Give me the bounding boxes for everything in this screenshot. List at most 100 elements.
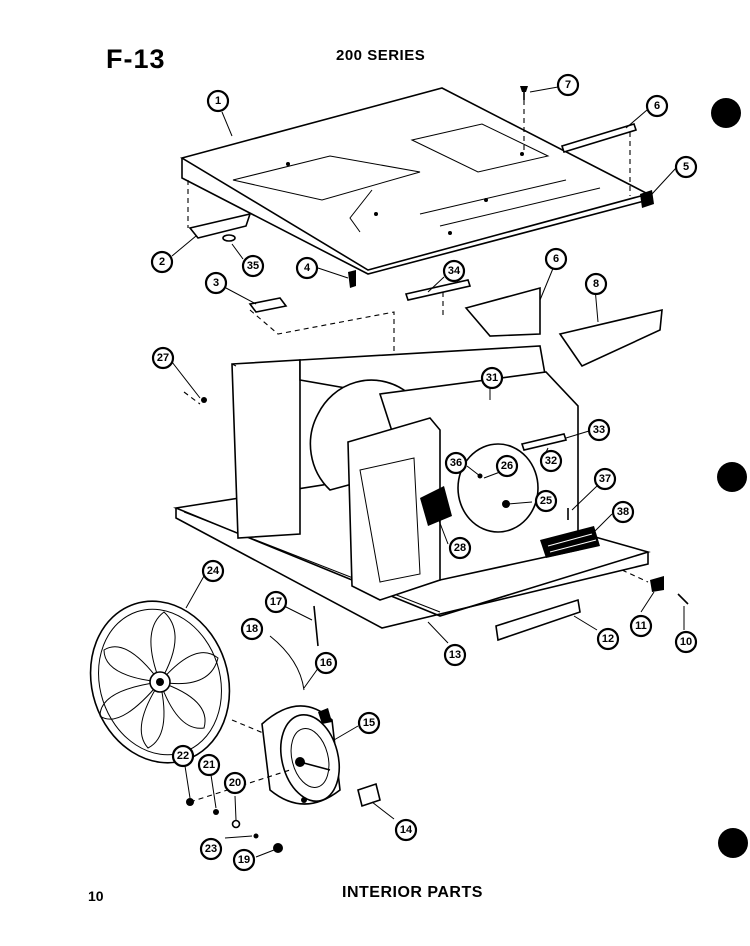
callout-6-top: 6: [645, 94, 669, 118]
callout-25: 25: [534, 489, 558, 513]
rod-part-17: [313, 605, 319, 647]
callout-37: 37: [593, 467, 617, 491]
callout-23: 23: [199, 837, 223, 861]
svg-text:23: 23: [205, 843, 217, 855]
panel-part-8: [558, 308, 663, 368]
svg-text:12: 12: [602, 633, 614, 645]
svg-text:1: 1: [215, 95, 221, 107]
callout-34: 34: [442, 259, 466, 283]
svg-text:10: 10: [680, 636, 692, 648]
callout-33: 33: [587, 418, 611, 442]
callout-21: 21: [197, 753, 221, 777]
binder-hole-middle: [717, 462, 747, 492]
grommet-part-35: [222, 234, 236, 242]
svg-text:34: 34: [448, 265, 461, 277]
callout-4: 4: [295, 256, 319, 280]
top-cover: [179, 87, 651, 275]
svg-text:38: 38: [617, 506, 629, 518]
svg-text:13: 13: [449, 649, 461, 661]
svg-text:31: 31: [486, 372, 498, 384]
page-caption: INTERIOR PARTS: [342, 884, 483, 901]
callout-31: 31: [480, 366, 504, 390]
svg-text:11: 11: [635, 620, 647, 632]
svg-text:7: 7: [565, 79, 571, 91]
page-number: 10: [88, 888, 104, 904]
callout-2: 2: [150, 250, 174, 274]
callout-17: 17: [264, 590, 288, 614]
callout-20: 20: [223, 771, 247, 795]
callout-11: 11: [629, 614, 653, 638]
clip-part-11: [650, 576, 664, 592]
svg-text:5: 5: [683, 161, 689, 173]
svg-text:6: 6: [654, 100, 660, 112]
svg-text:37: 37: [599, 473, 611, 485]
bracket-part-12: [495, 598, 581, 642]
strip-part-34: [404, 279, 472, 301]
svg-text:15: 15: [363, 717, 375, 729]
spacer-part-23: [253, 833, 259, 839]
fan-blade-part-24: [89, 600, 231, 764]
svg-text:32: 32: [545, 455, 557, 467]
svg-text:27: 27: [157, 352, 169, 364]
callout-27: 27: [151, 346, 175, 370]
strip-part-6-top: [560, 123, 638, 153]
callout-19: 19: [232, 848, 256, 872]
clip-part-4: [348, 270, 356, 288]
callout-18: 18: [240, 617, 264, 641]
svg-text:14: 14: [400, 824, 413, 836]
svg-text:21: 21: [203, 759, 215, 771]
callout-3: 3: [204, 271, 228, 295]
callout-1: 1: [206, 89, 230, 113]
svg-text:18: 18: [246, 623, 258, 635]
callout-16: 16: [314, 651, 338, 675]
motor-part-15: [261, 705, 341, 805]
binder-hole-top: [711, 98, 741, 128]
callout-24: 24: [201, 559, 225, 583]
svg-text:8: 8: [593, 278, 599, 290]
bracket-part-2: [188, 212, 252, 239]
mount-part-14: [357, 782, 381, 808]
svg-text:2: 2: [159, 256, 165, 268]
washer-part-20: [231, 819, 241, 829]
callout-6-mid: 6: [544, 247, 568, 271]
callout-26: 26: [495, 454, 519, 478]
callout-5: 5: [674, 155, 698, 179]
callout-35: 35: [241, 254, 265, 278]
callout-7: 7: [556, 73, 580, 97]
nut-part-19: [273, 843, 283, 853]
callout-8: 8: [584, 272, 608, 296]
svg-text:25: 25: [540, 495, 552, 507]
svg-text:17: 17: [270, 596, 282, 608]
callout-15: 15: [357, 711, 381, 735]
svg-text:6: 6: [553, 253, 559, 265]
svg-text:28: 28: [454, 542, 466, 554]
figure-id: F-13: [106, 44, 166, 74]
callout-13: 13: [443, 643, 467, 667]
svg-text:19: 19: [238, 854, 250, 866]
gasket-part-3: [248, 297, 288, 313]
svg-text:22: 22: [177, 750, 189, 762]
svg-text:16: 16: [320, 657, 332, 669]
series-title: 200 SERIES: [336, 47, 426, 64]
callout-38: 38: [611, 500, 635, 524]
clip-part-5: [640, 190, 654, 208]
svg-text:26: 26: [501, 460, 513, 472]
svg-text:33: 33: [593, 424, 605, 436]
grille-part-38: [540, 526, 600, 558]
callout-12: 12: [596, 627, 620, 651]
svg-text:3: 3: [213, 277, 219, 289]
washer-part-21: [213, 809, 219, 815]
binder-hole-bottom: [718, 828, 748, 858]
wire-part-18: [269, 635, 305, 691]
callout-14: 14: [394, 818, 418, 842]
svg-text:36: 36: [450, 457, 462, 469]
capacitor-part-28: [420, 486, 452, 526]
screw-part-10: [677, 593, 689, 605]
callout-36: 36: [444, 451, 468, 475]
callout-28: 28: [448, 536, 472, 560]
callout-10: 10: [674, 630, 698, 654]
callout-32: 32: [539, 449, 563, 473]
svg-text:35: 35: [247, 260, 259, 272]
